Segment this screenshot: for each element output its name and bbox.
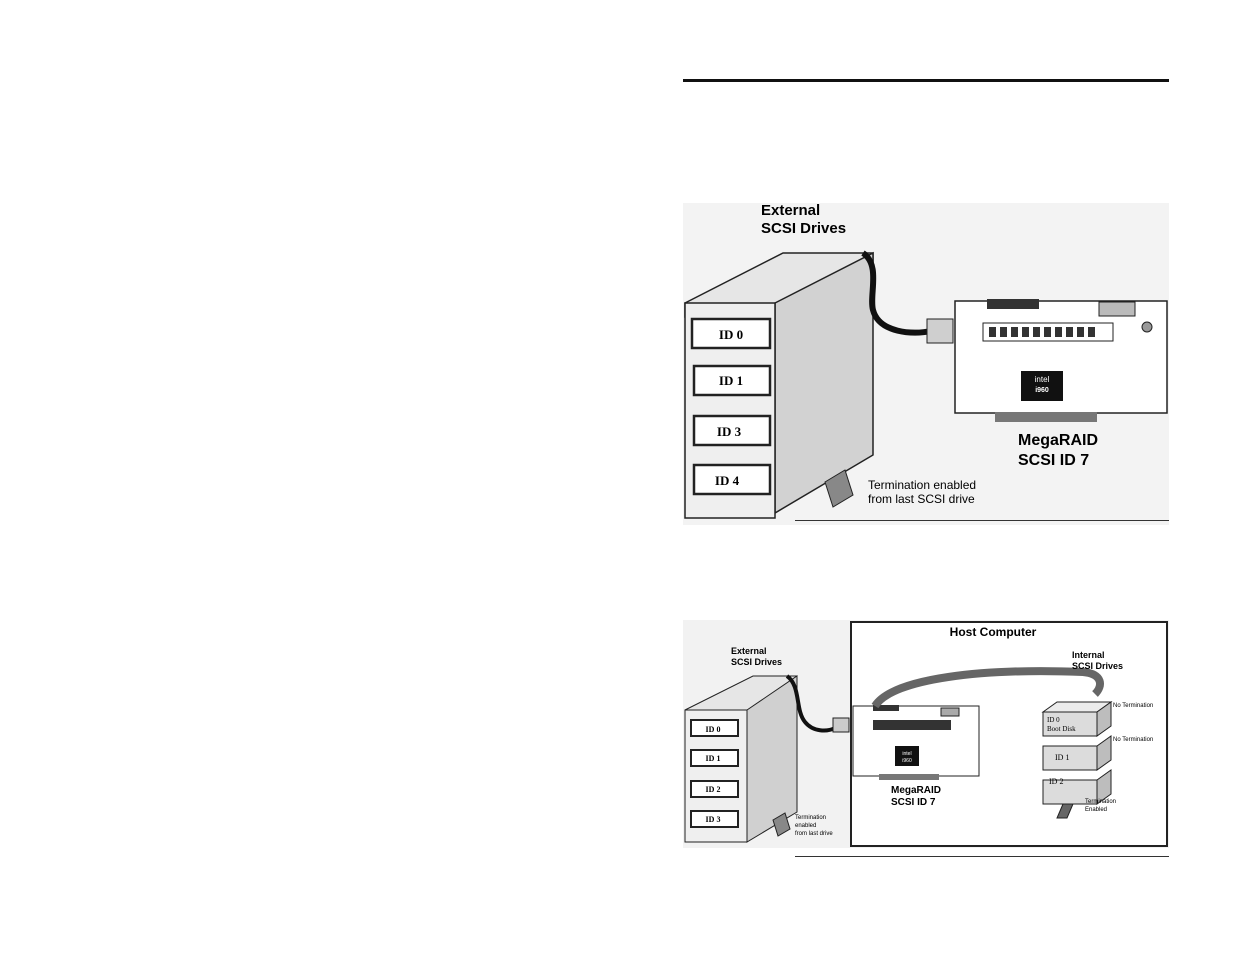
drive-bay-2 bbox=[692, 414, 772, 447]
megaraid-controller-card: intel i960 bbox=[954, 299, 1168, 422]
host-computer-box bbox=[850, 621, 1168, 847]
ext-drives-title-line2: SCSI Drives bbox=[731, 657, 782, 667]
megaraid-label-small-line2: SCSI ID 7 bbox=[891, 797, 936, 808]
internal-drive-0-line1: ID 0 bbox=[1047, 716, 1060, 724]
ext-drive-id-0: ID 0 bbox=[706, 725, 721, 734]
external-cable bbox=[861, 250, 932, 336]
ext-drive-id-3: ID 3 bbox=[706, 815, 721, 824]
megaraid-label-line2: SCSI ID 7 bbox=[1018, 452, 1089, 469]
drive-bay-1 bbox=[692, 364, 772, 397]
host-computer-title: Host Computer bbox=[950, 625, 1037, 639]
megaraid-label-small-line1: MegaRAID bbox=[891, 785, 941, 796]
termination-note-line1: Termination enabled bbox=[868, 478, 976, 492]
drive-id-2: ID 3 bbox=[717, 424, 742, 439]
figure-1-caption-rule bbox=[795, 520, 1169, 521]
ext-termination-line2: enabled bbox=[795, 823, 816, 829]
internal-ribbon-cable bbox=[871, 667, 1104, 709]
internal-drive-0-line2: Boot Disk bbox=[1047, 725, 1076, 733]
megaraid-label-line1: MegaRAID bbox=[1018, 432, 1098, 449]
internal-drives-title-line1: Internal bbox=[1072, 650, 1105, 660]
external-drive-tower: ID 0 ID 1 ID 3 ID 4 bbox=[684, 251, 874, 519]
ext-termination-line1: Termination bbox=[795, 815, 826, 821]
internal-drive-1-line1: ID 1 bbox=[1055, 753, 1069, 762]
internal-drive-stack bbox=[1041, 701, 1113, 819]
internal-termination-line2: Enabled bbox=[1085, 807, 1107, 813]
drive-id-1: ID 1 bbox=[719, 373, 743, 388]
figure-2-caption-rule bbox=[795, 856, 1169, 857]
external-drive-tower-small: ID 0 ID 1 ID 2 ID 3 bbox=[684, 675, 798, 843]
ext-drive-id-2: ID 2 bbox=[706, 785, 721, 794]
chip-brand-small: intel bbox=[902, 751, 911, 757]
external-drives-title-line2: SCSI Drives bbox=[761, 220, 846, 237]
external-drives-title-line1: External bbox=[761, 202, 820, 219]
external-cable-small bbox=[785, 674, 836, 733]
internal-termination-line1: Termination bbox=[1085, 799, 1116, 805]
drive-bay-3 bbox=[692, 463, 772, 496]
header-rule bbox=[683, 79, 1169, 82]
figure-1-external-drives: ID 0 ID 1 ID 3 ID 4 intel i960 External … bbox=[683, 202, 1169, 525]
drive-bay-0 bbox=[690, 317, 772, 350]
megaraid-controller-card-small: intel i960 bbox=[852, 705, 980, 780]
ext-drive-id-1: ID 1 bbox=[706, 754, 721, 763]
termination-note-line2: from last SCSI drive bbox=[868, 492, 975, 506]
i960-chip bbox=[1021, 371, 1063, 401]
internal-drive-0-note: No Termination bbox=[1113, 703, 1153, 709]
drive-id-3: ID 4 bbox=[715, 473, 740, 488]
internal-drive-1-note: No Termination bbox=[1113, 737, 1153, 743]
chip-model: i960 bbox=[1035, 387, 1049, 394]
figure-2-external-and-internal-drives: Host Computer ID 0 ID 1 ID 2 ID 3 Extern… bbox=[683, 620, 1169, 848]
drive-id-0: ID 0 bbox=[719, 327, 743, 342]
chip-model-small: i960 bbox=[902, 758, 912, 764]
internal-drives-title-line2: SCSI Drives bbox=[1072, 661, 1123, 671]
ext-drives-title-line1: External bbox=[731, 646, 767, 656]
ext-termination-line3: from last drive bbox=[795, 831, 833, 837]
chip-brand: intel bbox=[1035, 375, 1050, 384]
internal-drive-2-line1: ID 2 bbox=[1049, 777, 1063, 786]
i960-chip-small bbox=[895, 746, 919, 766]
scsi-connector bbox=[926, 318, 954, 344]
